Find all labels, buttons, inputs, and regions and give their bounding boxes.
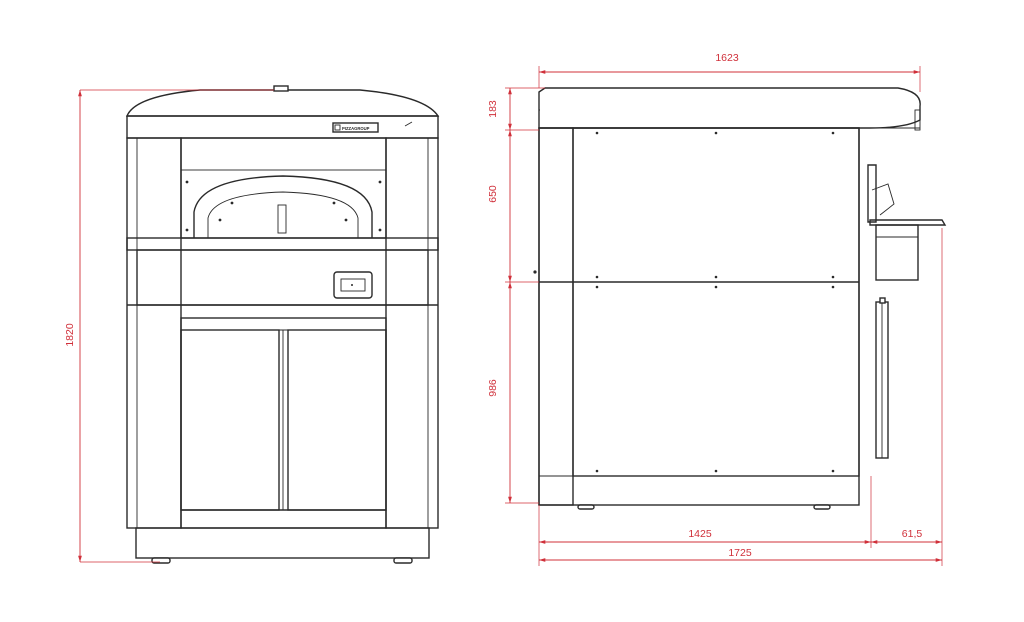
oven-door-handle xyxy=(277,204,287,234)
front-landing-shelf xyxy=(126,237,439,251)
front-cabinet xyxy=(180,317,387,529)
side-control-bracket xyxy=(871,183,895,216)
front-right-foot xyxy=(393,557,413,564)
oven-mouth-inner xyxy=(207,191,359,238)
dim-label-1725: 1725 xyxy=(728,547,752,559)
side-top-cap xyxy=(538,87,921,129)
dim-label-61-5: 61,5 xyxy=(902,528,923,540)
dim-label-1425: 1425 xyxy=(688,528,712,540)
frame-bolt xyxy=(185,228,189,232)
front-scratch-mark xyxy=(404,121,413,127)
front-right-column xyxy=(385,137,439,529)
dimension-side: 1623 183 650 986 1425 61,5 1725 xyxy=(487,52,943,566)
side-front-panel xyxy=(538,127,574,506)
side-rear-hinge xyxy=(879,297,886,304)
panel-bolt xyxy=(831,285,835,289)
mouth-bolt xyxy=(332,201,336,205)
side-rear-foot xyxy=(813,504,831,510)
panel-bolt xyxy=(595,469,599,473)
brand-logo-mark xyxy=(334,124,341,131)
side-control-box xyxy=(867,164,877,223)
panel-bolt xyxy=(595,285,599,289)
control-panel-led xyxy=(351,284,353,286)
panel-bolt xyxy=(714,285,718,289)
oven-mouth-arch xyxy=(193,175,373,238)
side-shelf-body xyxy=(875,224,919,281)
side-knob xyxy=(533,270,537,274)
brand-label: PIZZAGROUP xyxy=(342,126,370,131)
cabinet-left-door xyxy=(180,329,280,511)
front-view: PIZZAGROUP xyxy=(125,85,440,564)
front-left-column xyxy=(126,137,182,529)
frame-bolt xyxy=(185,180,189,184)
dim-label-986: 986 xyxy=(487,379,499,397)
front-crown-band xyxy=(126,115,439,139)
front-chamber-inner xyxy=(180,169,387,239)
control-panel-display xyxy=(333,271,373,299)
panel-bolt xyxy=(831,131,835,135)
side-body-outline xyxy=(538,127,860,506)
cabinet-right-door xyxy=(287,329,387,511)
panel-bolt xyxy=(595,131,599,135)
front-plinth xyxy=(135,527,430,559)
panel-bolt xyxy=(714,275,718,279)
dim-label-1820: 1820 xyxy=(64,323,76,347)
side-view xyxy=(533,87,947,510)
mouth-bolt xyxy=(344,218,348,222)
frame-bolt xyxy=(378,180,382,184)
dim-label-1623: 1623 xyxy=(715,52,739,64)
panel-bolt xyxy=(714,131,718,135)
dim-label-650: 650 xyxy=(487,185,499,203)
side-shelf-top xyxy=(869,219,947,226)
dimension-front-height: 1820 xyxy=(64,89,274,563)
side-vent-stack xyxy=(914,109,921,131)
front-vent xyxy=(273,85,289,92)
panel-bolt xyxy=(714,469,718,473)
front-dome xyxy=(125,89,440,117)
panel-bolt xyxy=(595,275,599,279)
panel-bolt xyxy=(831,275,835,279)
control-panel-screen xyxy=(340,278,366,292)
dim-label-183: 183 xyxy=(487,100,499,118)
front-chamber xyxy=(180,137,387,239)
side-main-panel xyxy=(572,127,860,477)
brand-plate xyxy=(332,122,379,133)
panel-bolt xyxy=(831,469,835,473)
mouth-bolt xyxy=(230,201,234,205)
side-front-foot xyxy=(577,504,595,510)
frame-bolt xyxy=(378,228,382,232)
mouth-bolt xyxy=(218,218,222,222)
